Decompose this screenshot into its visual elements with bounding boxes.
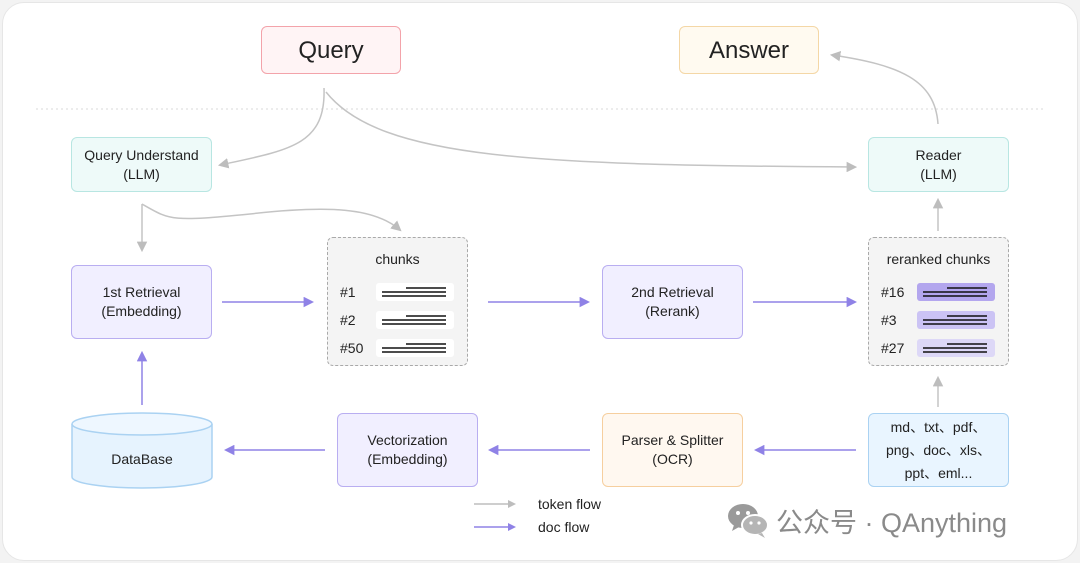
- answer-box: Answer: [679, 26, 819, 74]
- wechat-logo-icon: [728, 504, 769, 538]
- token-flow-query-to-reader: [325, 91, 858, 173]
- first-retrieval-box: 1st Retrieval (Embedding): [71, 265, 212, 339]
- second-retrieval-sub: (Rerank): [645, 303, 700, 319]
- query-understand-sub: (LLM): [123, 165, 160, 182]
- legend-token-flow-label: token flow: [538, 496, 602, 512]
- formats-line: md、txt、pdf、: [890, 418, 987, 435]
- chunks-title: chunks: [375, 251, 420, 267]
- query-understand-title: Query Understand: [84, 146, 199, 163]
- database-node: DataBase: [70, 411, 214, 491]
- first-retrieval-title: 1st Retrieval: [102, 284, 181, 300]
- vectorization-title: Vectorization: [367, 432, 448, 448]
- chunk-id: #3: [881, 312, 897, 328]
- reader-title: Reader: [915, 146, 962, 163]
- chunk-id: #16: [881, 284, 905, 300]
- chunk-lines-icon: [376, 311, 454, 329]
- vectorization-sub: (Embedding): [367, 451, 448, 467]
- chunk-lines-icon: [917, 339, 995, 357]
- first-retrieval-sub: (Embedding): [101, 303, 182, 319]
- reranked-row: #16: [881, 282, 996, 302]
- watermark-text: 公众号 · QAnything: [776, 507, 1008, 538]
- parser-sub: (OCR): [652, 451, 693, 467]
- query-understand-box: Query Understand (LLM): [71, 137, 212, 192]
- chunk-id: #50: [340, 340, 364, 356]
- doc-flow-arrow-icon: [474, 523, 516, 531]
- chunk-lines-icon: [376, 339, 454, 357]
- database-label: DataBase: [111, 451, 173, 467]
- parser-splitter-box: Parser & Splitter (OCR): [602, 413, 743, 487]
- chunk-row: #50: [340, 338, 455, 358]
- token-flow-reader-to-answer: [829, 51, 939, 125]
- database-cylinder-icon: [71, 412, 213, 489]
- chunks-panel: chunks #1 #2 #50: [327, 237, 468, 366]
- query-label: Query: [298, 36, 364, 64]
- reranked-row: #3: [881, 310, 996, 330]
- chunk-id: #2: [340, 312, 356, 328]
- chunk-lines-icon: [917, 283, 995, 301]
- reranked-chunks-panel: reranked chunks #16 #3 #27: [868, 237, 1009, 366]
- formats-line: png、doc、xls、: [885, 441, 992, 458]
- chunk-id: #1: [340, 284, 356, 300]
- token-flow-query-to-understand: [217, 87, 325, 169]
- chunk-row: #1: [340, 282, 455, 302]
- chunk-lines-icon: [376, 283, 454, 301]
- formats-line: ppt、eml...: [904, 464, 973, 481]
- chunk-id: #27: [881, 340, 905, 356]
- reranked-row: #27: [881, 338, 996, 358]
- legend-token-flow: token flow: [472, 496, 601, 512]
- watermark: 公众号 · QAnything: [726, 500, 1007, 540]
- query-box: Query: [261, 26, 401, 74]
- reranked-title: reranked chunks: [886, 251, 991, 267]
- file-formats-box: md、txt、pdf、 png、doc、xls、 ppt、eml...: [868, 413, 1009, 487]
- legend-doc-flow-label: doc flow: [538, 519, 590, 535]
- second-retrieval-box: 2nd Retrieval (Rerank): [602, 265, 743, 339]
- second-retrieval-title: 2nd Retrieval: [631, 284, 714, 300]
- vectorization-box: Vectorization (Embedding): [337, 413, 478, 487]
- chunk-lines-icon: [917, 311, 995, 329]
- parser-title: Parser & Splitter: [621, 432, 724, 448]
- chunk-row: #2: [340, 310, 455, 330]
- answer-label: Answer: [708, 36, 790, 64]
- legend-doc-flow: doc flow: [472, 519, 589, 535]
- reader-sub: (LLM): [920, 165, 957, 182]
- token-flow-arrow-icon: [474, 500, 516, 508]
- token-flow-understand-to-chunks: [141, 203, 402, 232]
- reader-box: Reader (LLM): [868, 137, 1009, 192]
